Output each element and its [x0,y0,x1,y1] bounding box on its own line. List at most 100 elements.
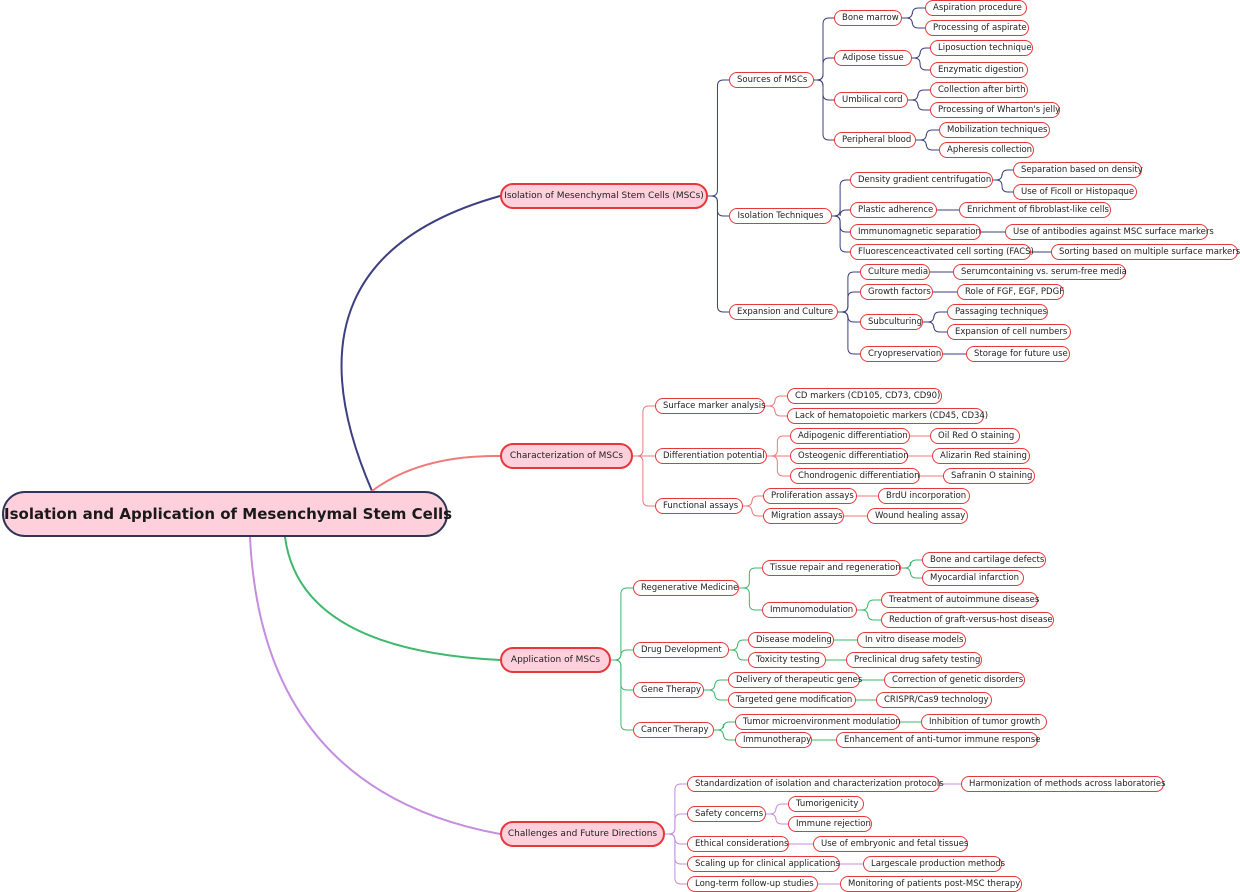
leaf-node[interactable]: CRISPR/Cas9 technology [876,692,992,708]
subtopic-node[interactable]: Drug Development [633,642,729,658]
leaf-node[interactable]: Role of FGF, EGF, PDGF [957,284,1064,300]
subtopic-node[interactable]: Isolation Techniques [729,208,832,224]
detail-node[interactable]: Immunomodulation [762,602,857,618]
leaf-connector [911,57,931,71]
leaf-connector [703,689,729,701]
leaf-connector [728,649,749,661]
detail-node[interactable]: Proliferation assays [763,488,857,504]
leaf-connector [813,17,835,81]
detail-node[interactable]: Tissue repair and regeneration [762,560,901,576]
main-branch-connector [371,454,501,492]
subtopic-node[interactable]: Safety concerns [687,806,766,822]
detail-node[interactable]: Umbilical cord [834,92,908,108]
detail-node[interactable]: Monitoring of patients post-MSC therapy [840,876,1022,892]
detail-node[interactable]: Bone marrow [834,10,902,26]
detail-node[interactable]: Fluorescenceactivated cell sorting (FACS… [850,244,1034,260]
detail-node[interactable]: Harmonization of methods across laborato… [961,776,1166,792]
sub-connector [664,813,688,835]
leaf-node[interactable]: Inhibition of tumor growth [921,714,1047,730]
detail-node[interactable]: Cryopreservation [860,346,943,362]
leaf-node[interactable]: Alizarin Red staining [932,448,1030,464]
leaf-connector [742,505,764,517]
leaf-node[interactable]: Enhancement of anti-tumor immune respons… [836,732,1040,748]
detail-node[interactable]: Culture media [860,264,930,280]
subtopic-node[interactable]: Surface marker analysis [655,398,766,414]
leaf-node[interactable]: Aspiration procedure [925,0,1027,16]
detail-node[interactable]: Adipogenic differentiation [790,428,910,444]
leaf-node[interactable]: Liposuction technique [930,40,1033,56]
detail-node[interactable]: Immunotherapy [735,732,812,748]
leaf-node[interactable]: Processing of aspirate [925,20,1029,36]
leaf-node[interactable]: Sorting based on multiple surface marker… [1051,244,1240,260]
detail-node[interactable]: Adipose tissue [834,50,912,66]
leaf-connector [837,311,861,355]
leaf-node[interactable]: Reduction of graft-versus-host disease [881,612,1054,628]
leaf-node[interactable]: Apheresis collection [939,142,1034,158]
detail-node[interactable]: Delivery of therapeutic genes [728,672,862,688]
leaf-node[interactable]: Myocardial infarction [922,570,1024,586]
leaf-node[interactable]: Processing of Wharton's jelly [930,102,1060,118]
leaf-node[interactable]: Treatment of autoimmune diseases [881,592,1039,608]
detail-node[interactable]: Chondrogenic differentiation [790,468,920,484]
leaf-node[interactable]: BrdU incorporation [878,488,970,504]
detail-node[interactable]: Tumor microenvironment modulation [735,714,901,730]
detail-node[interactable]: Lack of hematopoietic markers (CD45, CD3… [787,408,988,424]
detail-node[interactable]: Immune rejection [788,816,872,832]
leaf-node[interactable]: Serumcontaining vs. serum-free media [953,264,1127,280]
leaf-node[interactable]: Bone and cartilage defects [922,552,1046,568]
leaf-node[interactable]: Oil Red O staining [930,428,1020,444]
leaf-node[interactable]: Wound healing assay [867,508,968,524]
detail-node[interactable]: Disease modeling [748,632,834,648]
leaf-connector [900,567,923,579]
subtopic-node[interactable]: Long-term follow-up studies [687,876,818,892]
leaf-node[interactable]: Collection after birth [930,82,1028,98]
detail-node[interactable]: Peripheral blood [834,132,916,148]
leaf-node[interactable]: Storage for future use [966,346,1070,362]
branch-topic[interactable]: Isolation of Mesenchymal Stem Cells (MSC… [500,183,708,209]
leaf-node[interactable]: Enzymatic digestion [930,62,1028,78]
leaf-connector [765,813,789,825]
subtopic-node[interactable]: Functional assays [655,498,743,514]
leaf-node[interactable]: Separation based on density [1013,162,1143,178]
branch-topic[interactable]: Application of MSCs [500,647,611,673]
leaf-node[interactable]: Mobilization techniques [939,122,1050,138]
leaf-node[interactable]: Passaging techniques [947,304,1048,320]
leaf-node[interactable]: Enrichment of fibroblast-like cells [959,202,1111,218]
detail-node[interactable]: Immunomagnetic separation [850,224,981,240]
detail-node[interactable]: Osteogenic differentiation [790,448,909,464]
detail-node[interactable]: Targeted gene modification [728,692,856,708]
leaf-node[interactable]: Expansion of cell numbers [947,324,1071,340]
detail-node[interactable]: CD markers (CD105, CD73, CD90) [787,388,942,404]
subtopic-node[interactable]: Regenerative Medicine [633,580,739,596]
subtopic-node[interactable]: Differentiation potential [655,448,767,464]
main-branch-connector [249,536,501,835]
leaf-connector [837,291,861,313]
subtopic-node[interactable]: Standardization of isolation and charact… [687,776,944,792]
leaf-connector [831,179,851,217]
detail-node[interactable]: Migration assays [763,508,844,524]
detail-node[interactable]: Subculturing [860,314,923,330]
detail-node[interactable]: Tumorigenicity [788,796,864,812]
subtopic-node[interactable]: Sources of MSCs [729,72,814,88]
detail-node[interactable]: Plastic adherence [850,202,937,218]
branch-topic[interactable]: Characterization of MSCs [500,443,633,469]
detail-node[interactable]: Toxicity testing [748,652,826,668]
subtopic-node[interactable]: Gene Therapy [633,682,704,698]
leaf-node[interactable]: Preclinical drug safety testing [846,652,982,668]
leaf-connector [703,679,729,691]
subtopic-node[interactable]: Cancer Therapy [633,722,714,738]
detail-node[interactable]: Largescale production methods [863,856,1005,872]
detail-node[interactable]: Density gradient centrifugation [850,172,993,188]
leaf-node[interactable]: In vitro disease models [857,632,966,648]
detail-node[interactable]: Use of embryonic and fetal tissues [813,836,968,852]
leaf-node[interactable]: Correction of genetic disorders [884,672,1025,688]
leaf-node[interactable]: Safranin O staining [943,468,1035,484]
subtopic-node[interactable]: Expansion and Culture [729,304,838,320]
detail-node[interactable]: Growth factors [860,284,933,300]
leaf-node[interactable]: Use of antibodies against MSC surface ma… [1005,224,1214,240]
leaf-node[interactable]: Use of Ficoll or Histopaque [1013,184,1137,200]
subtopic-node[interactable]: Ethical considerations [687,836,789,852]
branch-topic[interactable]: Challenges and Future Directions [500,821,665,847]
subtopic-node[interactable]: Scaling up for clinical applications [687,856,840,872]
root-topic[interactable]: Isolation and Application of Mesenchymal… [2,491,452,537]
